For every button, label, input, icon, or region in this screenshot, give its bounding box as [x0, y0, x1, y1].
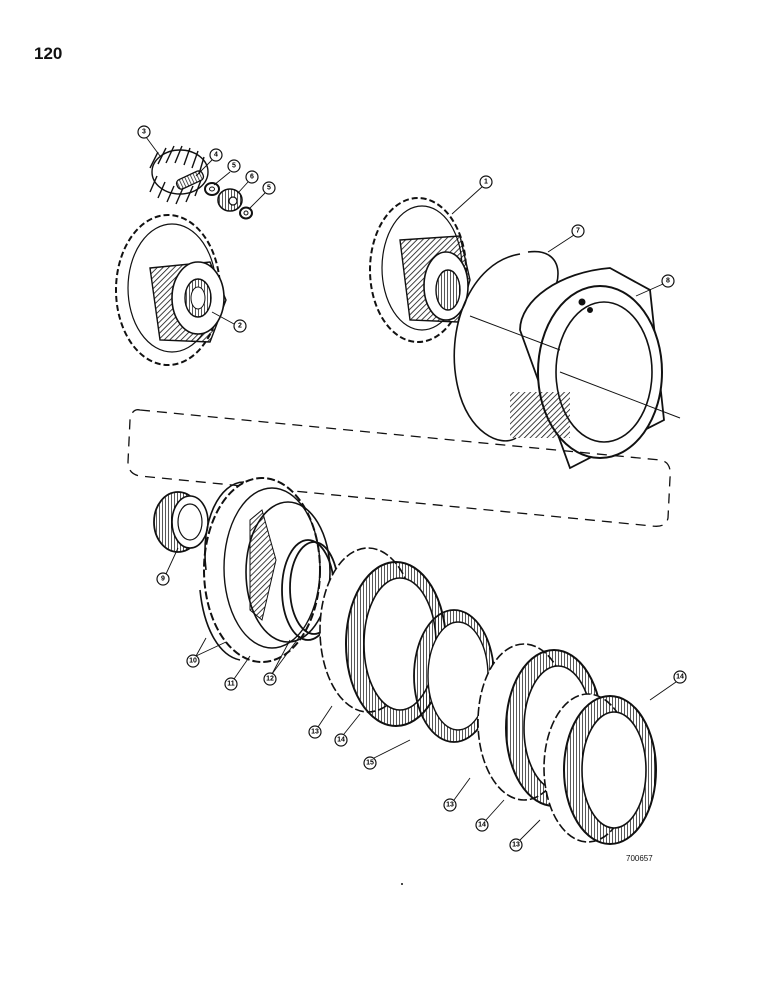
svg-text:14: 14	[337, 737, 345, 744]
svg-text:7: 7	[576, 228, 580, 235]
callout-14c: 14	[673, 670, 687, 684]
svg-text:11: 11	[227, 681, 235, 688]
svg-text:5: 5	[232, 163, 236, 170]
callout-2: 2	[233, 319, 247, 333]
callout-13a: 13	[308, 725, 322, 739]
callout-7: 7	[571, 224, 585, 238]
svg-text:2: 2	[238, 323, 242, 330]
callout-3: 3	[137, 125, 151, 139]
callout-14b: 14	[475, 818, 489, 832]
callout-1: 1	[479, 175, 493, 189]
callout-12: 12	[263, 672, 277, 686]
svg-text:13: 13	[311, 729, 319, 736]
callout-4: 4	[209, 148, 223, 162]
piston-housing-part-11	[203, 477, 331, 663]
leader-lines	[145, 136, 677, 841]
callout-9: 9	[156, 572, 170, 586]
drum-part-8	[510, 267, 681, 470]
callout-14a: 14	[334, 733, 348, 747]
callout-10: 10	[186, 654, 200, 668]
internal-plate-part-15	[413, 609, 495, 743]
svg-text:8: 8	[666, 278, 670, 285]
carrier-assembly-part-1	[369, 197, 471, 343]
dashed-assembly-outline	[127, 409, 671, 527]
svg-text:5: 5	[267, 185, 271, 192]
svg-text:13: 13	[512, 842, 520, 849]
svg-text:9: 9	[161, 576, 165, 583]
drawing-code: 700657	[626, 854, 653, 863]
seal-part-10	[199, 481, 245, 661]
svg-text:10: 10	[189, 658, 197, 665]
svg-text:14: 14	[676, 674, 684, 681]
callout-5a: 5	[227, 159, 241, 173]
alignment-line-top	[469, 315, 561, 351]
callout-6: 6	[245, 170, 259, 184]
washer-part-5b	[239, 206, 253, 220]
planet-carrier-part-2	[115, 214, 227, 366]
stray-dot	[401, 883, 403, 885]
svg-text:14: 14	[478, 822, 486, 829]
callout-8: 8	[661, 274, 675, 288]
page-number: 120	[34, 44, 63, 63]
svg-text:15: 15	[366, 760, 374, 767]
svg-text:3: 3	[142, 129, 146, 136]
gear-part-6	[217, 188, 243, 212]
callout-13b: 13	[443, 798, 457, 812]
callout-13c: 13	[509, 838, 523, 852]
svg-text:13: 13	[446, 802, 454, 809]
svg-text:4: 4	[214, 152, 218, 159]
callout-11: 11	[224, 677, 238, 691]
washer-part-5a	[204, 182, 220, 196]
friction-disc-part-14c	[563, 695, 657, 845]
svg-text:1: 1	[484, 179, 488, 186]
callout-15: 15	[363, 756, 377, 770]
svg-text:12: 12	[266, 676, 274, 683]
callout-5b: 5	[262, 181, 276, 195]
svg-text:6: 6	[250, 174, 254, 181]
hub-gear-part-9	[153, 491, 209, 553]
